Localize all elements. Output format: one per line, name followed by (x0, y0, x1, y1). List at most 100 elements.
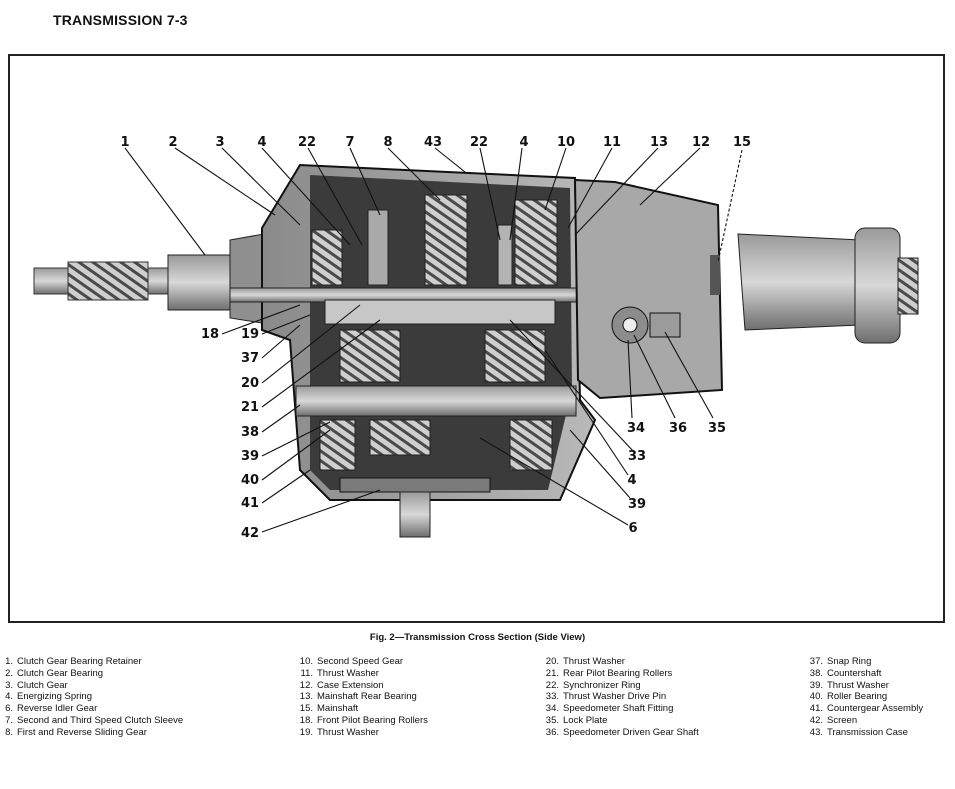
legend-item-text: Screen (827, 714, 858, 726)
countergear-rear (484, 329, 546, 383)
legend-item-text: Transmission Case (827, 726, 908, 738)
callout-number: 34 (627, 421, 645, 436)
legend-item-number: 38. (809, 667, 823, 679)
legend-item: 20.Thrust Washer (537, 656, 699, 668)
legend-item: 8.First and Reverse Sliding Gear (0, 727, 183, 739)
legend-item-text: Mainshaft (317, 703, 359, 715)
legend-item-text: Lock Plate (563, 714, 608, 726)
callout-number: 13 (650, 135, 668, 150)
legend-item-number: 12. (299, 679, 313, 691)
legend-item: 41.Countergear Assembly (801, 703, 923, 715)
rear-splines (897, 257, 919, 315)
legend-item: 15.Mainshaft (291, 703, 428, 715)
legend-item-text: Clutch Gear Bearing Retainer (17, 656, 142, 667)
callout-number: 40 (241, 473, 259, 488)
countergear-lower-3 (509, 419, 553, 471)
legend-item-number: 34. (545, 703, 559, 715)
callout-number: 8 (383, 135, 392, 150)
legend-item-number: 40. (809, 691, 823, 703)
legend-item: 34.Speedometer Shaft Fitting (537, 703, 699, 715)
callout-number: 1 (120, 135, 129, 150)
legend-item: 33. Thrust Washer Drive Pin (537, 691, 699, 703)
legend-item-text: Second and Third Speed Clutch Sleeve (17, 714, 184, 726)
callout-number: 33 (628, 449, 646, 464)
legend-item-text: Thrust Washer (317, 726, 379, 738)
callout-number: 37 (241, 351, 259, 366)
figure-caption: Fig. 2—Transmission Cross Section (Side … (369, 632, 586, 643)
mainshaft-end (710, 255, 720, 295)
callout-number: 4 (519, 135, 528, 150)
legend-item: 11.Thrust Washer (291, 668, 428, 680)
legend-item: 18.Front Pilot Bearing Rollers (291, 715, 428, 727)
callout-number: 43 (424, 135, 442, 150)
sliding-gear (424, 194, 468, 286)
countershaft (295, 385, 577, 417)
legend-item-text: Thrust Washer Drive Pin (563, 691, 667, 703)
legend-item: 38. Countershaft (801, 668, 923, 680)
legend-item: 36.Speedometer Driven Gear Shaft (537, 727, 699, 739)
legend-item-text: Speedometer Driven Gear Shaft (563, 726, 699, 738)
rear-flange (854, 227, 901, 344)
callout-number: 4 (257, 135, 266, 150)
legend-item: 6. Reverse Idler Gear (0, 703, 183, 715)
legend-item: 37.Snap Ring (801, 656, 923, 668)
callout-number: 11 (603, 135, 621, 150)
legend-item-text: Thrust Washer (827, 679, 889, 691)
legend-item-text: Countershaft (827, 667, 882, 679)
callout-number: 2 (168, 135, 177, 150)
legend-item-number: 22. (545, 679, 559, 691)
legend-item: 10. Second Speed Gear (291, 656, 428, 668)
clutch-gear (311, 229, 343, 286)
legend-item-number: 37. (809, 656, 823, 667)
callout-number: 42 (241, 526, 259, 541)
legend-item-text: Thrust Washer (317, 667, 379, 679)
legend-item-number: 18. (299, 714, 313, 726)
legend-item-text: First and Reverse Sliding Gear (17, 726, 147, 738)
legend-item-text: Thrust Washer (563, 656, 625, 667)
legend-item-text: Roller Bearing (827, 691, 888, 703)
legend-item-number: 33. (545, 691, 559, 703)
lock-plate (649, 312, 681, 338)
legend-item-text: Reverse Idler Gear (17, 703, 98, 715)
legend-item: 3.Clutch Gear (0, 680, 183, 692)
callout-number: 7 (345, 135, 354, 150)
legend-item: 22.Synchronizer Ring (537, 680, 699, 692)
legend-item: 7. Second and Third Speed Clutch Sleeve (0, 715, 183, 727)
callout-number: 41 (241, 496, 259, 511)
callout-number: 22 (470, 135, 488, 150)
callout-number: 21 (241, 400, 259, 415)
legend-item: 2.Clutch Gear Bearing (0, 668, 183, 680)
second-speed-gear (514, 199, 558, 286)
callout-number: 39 (628, 497, 646, 512)
callout-number: 35 (708, 421, 726, 436)
page-title: TRANSMISSION 7-3 (53, 12, 188, 28)
legend-item: 19.Thrust Washer (291, 727, 428, 739)
legend-item-number: 7. (5, 714, 13, 726)
callout-number: 18 (201, 327, 219, 342)
legend-item: 21.Rear Pilot Bearing Rollers (537, 668, 699, 680)
legend-item-text: Energizing Spring (17, 691, 92, 703)
legend-item: 4. Energizing Spring (0, 691, 183, 703)
legend-item: 12. Case Extension (291, 680, 428, 692)
legend-item-number: 39. (809, 679, 823, 691)
legend-item-text: Second Speed Gear (317, 656, 404, 667)
countergear-lower-2 (369, 419, 431, 456)
legend-item-number: 6. (5, 703, 13, 715)
legend-item: 13.Mainshaft Rear Bearing (291, 691, 428, 703)
legend-item-number: 1. (5, 656, 13, 667)
clutch-gear-splines (67, 261, 149, 301)
legend-item-text: Mainshaft Rear Bearing (317, 691, 417, 703)
legend-item-number: 4. (5, 691, 13, 703)
synchronizer (497, 224, 513, 286)
legend-item: 42.Screen (801, 715, 923, 727)
legend-item-number: 43. (809, 726, 823, 738)
legend-item-number: 35. (545, 714, 559, 726)
legend-item-number: 10. (299, 656, 313, 667)
legend-item: 1. Clutch Gear Bearing Retainer (0, 656, 183, 668)
legend-item-number: 41. (809, 703, 823, 715)
legend-item-text: Case Extension (317, 679, 384, 691)
